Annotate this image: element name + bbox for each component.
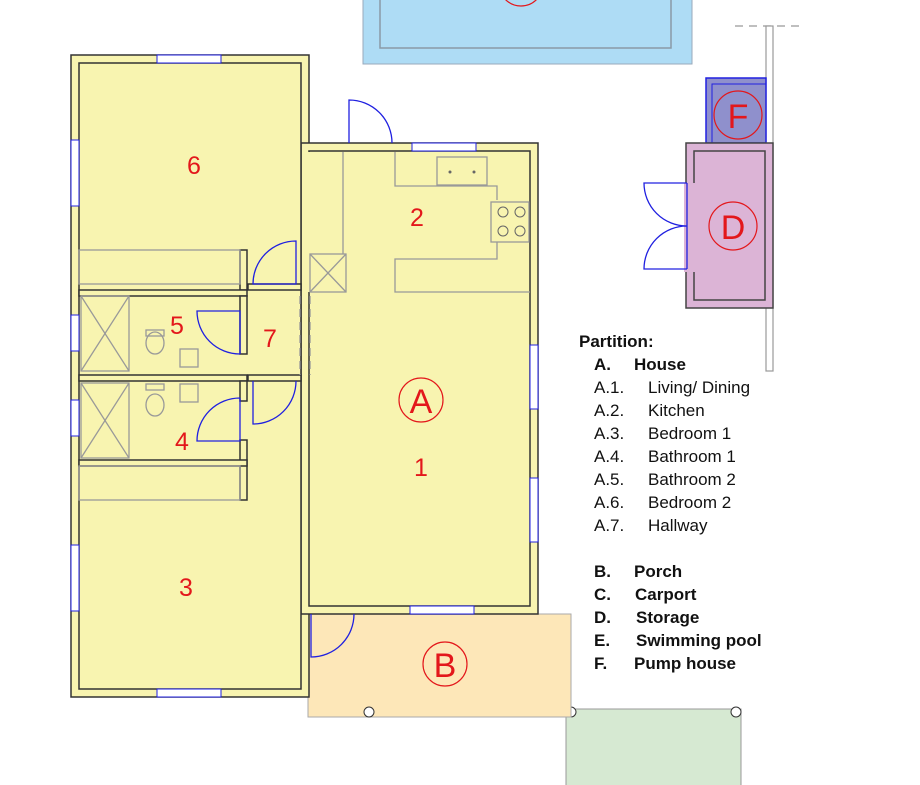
- stove-icon: [497, 206, 526, 237]
- legend-item: A.4.Bathroom 1: [594, 447, 736, 466]
- legend-item-storage: D.Storage: [594, 608, 700, 627]
- room-label-hallway: 7: [263, 325, 277, 353]
- room-label-kitchen: 2: [410, 204, 424, 232]
- partition-legend: Partition: A. House A.1.Living/ Dining A…: [579, 330, 762, 675]
- room-label-bathroom2: 5: [170, 312, 184, 340]
- porch: B: [307, 613, 572, 718]
- legend-item: A.3.Bedroom 1: [594, 424, 732, 443]
- door-swings: [196, 99, 393, 658]
- swimming-pool: [362, 0, 693, 65]
- carport: [565, 706, 742, 785]
- legend-item-porch: B.Porch: [594, 562, 683, 581]
- legend-item-carport: C.Carport: [594, 585, 697, 604]
- room-label-bedroom1: 3: [179, 574, 193, 602]
- legend-item-swimming-pool: E.Swimming pool: [594, 631, 762, 650]
- legend-title: Partition:: [579, 332, 654, 351]
- sink-icon: [448, 170, 476, 174]
- legend-item: A.7.Hallway: [594, 516, 708, 535]
- legend-item: A.2.Kitchen: [594, 401, 705, 420]
- house: A 6 2 5 7 4 1 3: [70, 54, 539, 698]
- legend-item: A.6.Bedroom 2: [594, 493, 732, 512]
- zone-label-house: A: [410, 383, 433, 421]
- legend-item-pump-house: F.Pump house: [594, 654, 737, 673]
- room-label-living: 1: [414, 454, 428, 482]
- legend-item: A.1.Living/ Dining: [594, 378, 751, 397]
- legend-item-house: A. House: [594, 355, 686, 374]
- storage: D: [643, 142, 774, 309]
- legend-item: A.5.Bathroom 2: [594, 470, 736, 489]
- room-label-bathroom1: 4: [175, 428, 189, 456]
- zone-label-porch: B: [434, 647, 457, 685]
- zone-label-pump-house: F: [728, 98, 749, 136]
- pump-house: F: [705, 77, 767, 144]
- zone-label-storage: D: [721, 209, 746, 247]
- room-label-bedroom2: 6: [187, 152, 201, 180]
